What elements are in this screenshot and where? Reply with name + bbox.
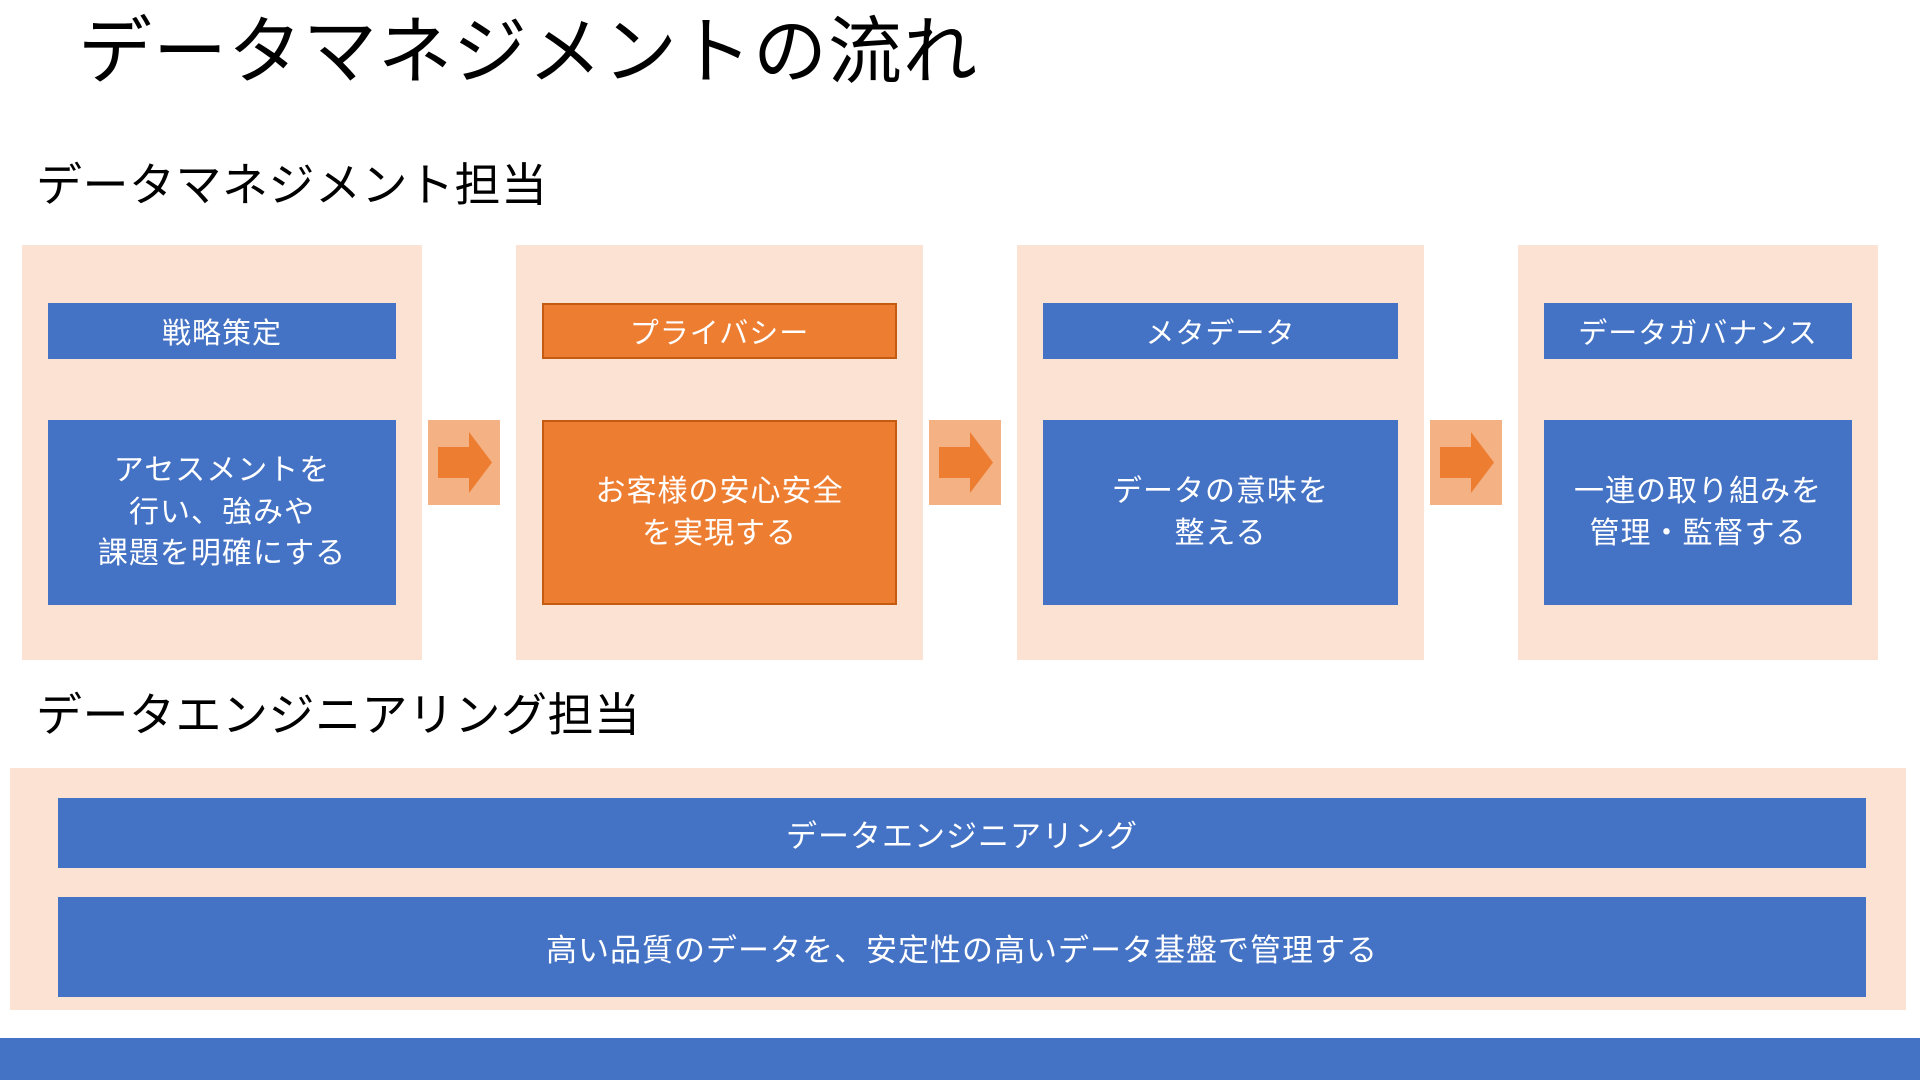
stage-panel-strategy[interactable]: 戦略策定 アセスメントを 行い、強みや 課題を明確にする	[22, 245, 422, 660]
section-label-data-engineering: データエンジニアリング担当	[36, 689, 641, 741]
right-arrow-icon-3	[1430, 420, 1502, 505]
engineering-body: 高い品質のデータを、安定性の高いデータ基盤で管理する	[58, 897, 1866, 997]
stage-title-strategy: 戦略策定	[48, 303, 396, 359]
data-management-stage-row: 戦略策定 アセスメントを 行い、強みや 課題を明確にする プライバシー お客様の…	[22, 245, 1878, 660]
page-title: データマネジメントの流れ	[78, 10, 978, 93]
stage-panel-privacy[interactable]: プライバシー お客様の安心安全 を実現する	[516, 245, 923, 660]
stage-panel-metadata[interactable]: メタデータ データの意味を 整える	[1017, 245, 1424, 660]
stage-body-metadata: データの意味を 整える	[1043, 420, 1398, 605]
bottom-accent-bar	[0, 1038, 1920, 1080]
stage-title-metadata: メタデータ	[1043, 303, 1398, 359]
stage-panel-data-governance[interactable]: データガバナンス 一連の取り組みを 管理・監督する	[1518, 245, 1878, 660]
section-label-data-management: データマネジメント担当	[36, 159, 548, 211]
stage-title-privacy: プライバシー	[542, 303, 897, 359]
right-arrow-icon-1	[428, 420, 500, 505]
stage-body-data-governance: 一連の取り組みを 管理・監督する	[1544, 420, 1852, 605]
engineering-title: データエンジニアリング	[58, 798, 1866, 868]
stage-body-privacy: お客様の安心安全 を実現する	[542, 420, 897, 605]
right-arrow-icon-2	[929, 420, 1001, 505]
stage-title-data-governance: データガバナンス	[1544, 303, 1852, 359]
stage-body-strategy: アセスメントを 行い、強みや 課題を明確にする	[48, 420, 396, 605]
data-engineering-panel[interactable]: データエンジニアリング 高い品質のデータを、安定性の高いデータ基盤で管理する	[10, 768, 1906, 1010]
